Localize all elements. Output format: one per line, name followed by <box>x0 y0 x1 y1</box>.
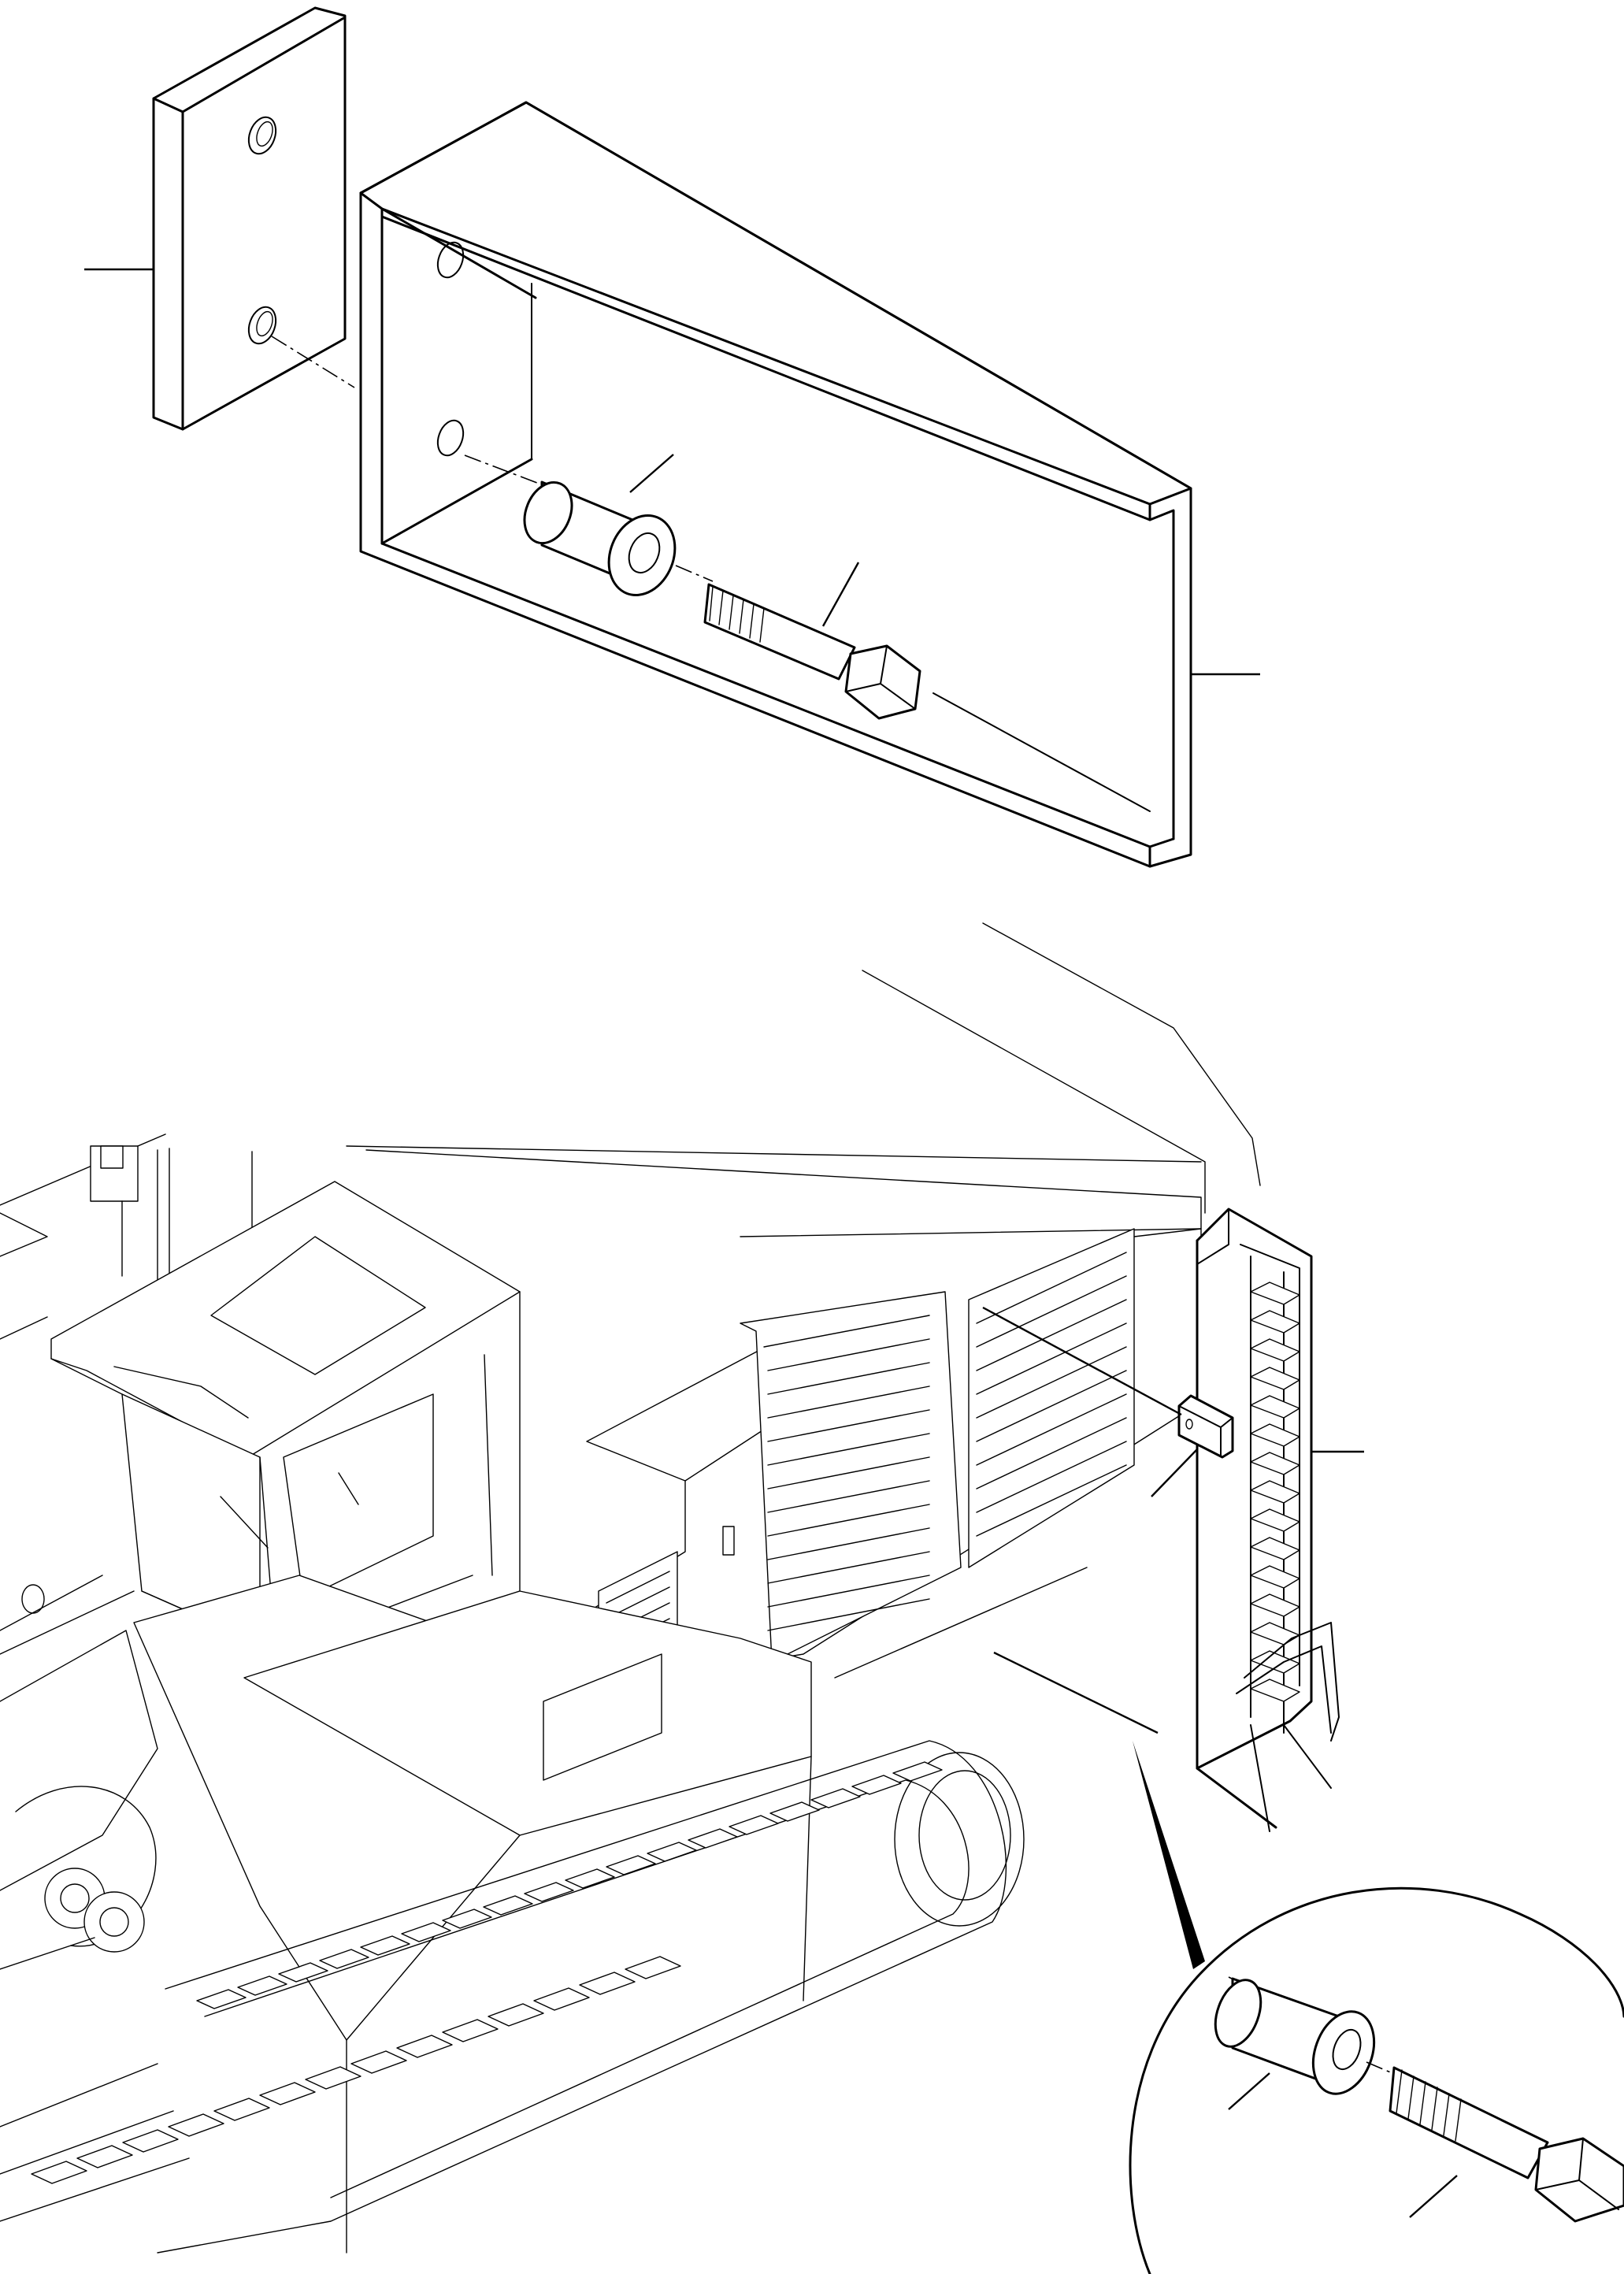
machine-outline <box>0 922 1261 1340</box>
cab <box>50 1181 521 1679</box>
ladder-rung <box>1250 1593 1300 1617</box>
track-shoe <box>533 1987 590 2011</box>
ladder-rung <box>1250 1310 1300 1334</box>
center-line-3 <box>675 565 714 582</box>
leader-line-detail-bolt <box>1409 2175 1458 2218</box>
detail-circle <box>1129 1886 1624 2274</box>
track-shoe <box>278 1962 328 1983</box>
wedge-bracket <box>359 101 1192 868</box>
track-shoe <box>565 1868 615 1889</box>
ladder-rungs <box>1250 1282 1300 1702</box>
engine-housing <box>519 1228 1202 1686</box>
track-shoe <box>319 1949 369 1969</box>
crawler-track <box>0 1740 1025 2254</box>
ladder-rung <box>1250 1282 1300 1305</box>
ladder-rung <box>1250 1679 1300 1702</box>
leader-line-detail-collar <box>1228 2072 1270 2110</box>
track-shoe <box>401 1922 451 1942</box>
track-shoe <box>350 2050 407 2074</box>
center-line <box>271 336 355 388</box>
track-shoe <box>396 2035 453 2058</box>
track-shoe <box>729 1815 779 1835</box>
ladder-rung <box>1250 1338 1300 1362</box>
mounting-plate <box>152 6 347 431</box>
track-shoe <box>579 1972 636 1995</box>
track-shoe <box>31 2161 87 2184</box>
leader-line-bolt <box>821 562 860 627</box>
track-shoe <box>237 1975 287 1996</box>
track-shoe <box>892 1761 943 1782</box>
track-shoe <box>488 2003 544 2027</box>
ladder-rung <box>1250 1423 1300 1447</box>
track-shoe <box>769 1801 820 1822</box>
track-shoe <box>483 1895 533 1916</box>
track-shoe <box>524 1882 574 1902</box>
bracket-location <box>1177 1394 1234 1459</box>
ladder-rung <box>1250 1367 1300 1390</box>
boom-linkage <box>0 1575 158 1970</box>
leader-line-collar <box>629 454 674 493</box>
lower-frame <box>133 1567 1088 2254</box>
ladder-rung <box>1250 1537 1300 1560</box>
track-shoe <box>168 2113 224 2137</box>
leader-line-bracket-small <box>1151 1449 1198 1497</box>
spacer-collar <box>523 480 677 596</box>
track-shoe <box>606 1855 656 1875</box>
hex-bolt <box>703 583 921 720</box>
track-shoe <box>647 1842 697 1862</box>
center-line-2 <box>464 454 548 488</box>
track-shoes <box>31 1761 943 2184</box>
ladder-rung <box>1250 1480 1300 1504</box>
ladder-rung <box>1250 1395 1300 1419</box>
track-shoe <box>259 2082 316 2105</box>
track-shoe <box>213 2098 270 2121</box>
detail-spacer-collar <box>1214 1977 1376 2095</box>
leader-line-frame <box>993 1651 1159 1734</box>
ladder-rung <box>1250 1565 1300 1589</box>
detail-pointer <box>1133 1741 1205 1969</box>
access-ladder <box>1196 1207 1340 1832</box>
track-shoe <box>442 2019 499 2042</box>
track-shoe <box>360 1935 410 1956</box>
track-shoe <box>122 2129 179 2153</box>
track-shoe <box>442 1909 492 1929</box>
track-shoe <box>688 1828 738 1849</box>
track-shoe <box>810 1788 861 1808</box>
track-shoe <box>625 1956 681 1979</box>
ladder-rung <box>1250 1452 1300 1475</box>
track-shoe <box>76 2145 133 2168</box>
leader-line-bracket-location <box>982 1306 1182 1416</box>
track-shoe <box>196 1989 247 2009</box>
ladder-rung <box>1250 1508 1300 1532</box>
track-shoe <box>851 1775 902 1795</box>
track-shoe <box>305 2066 362 2090</box>
detail-hex-bolt <box>1389 2066 1624 2223</box>
